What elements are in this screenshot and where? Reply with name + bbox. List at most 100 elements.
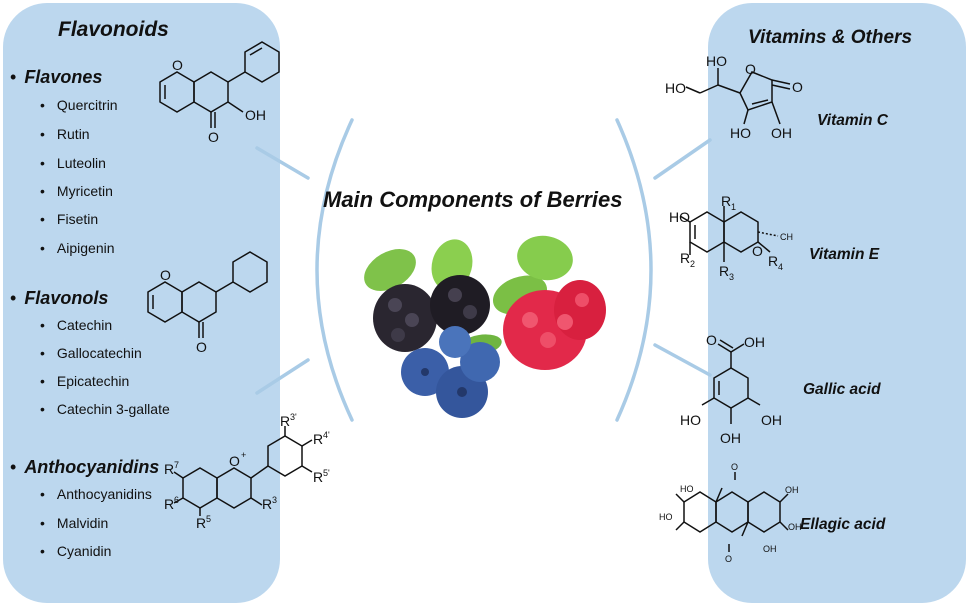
svg-text:R: R bbox=[313, 469, 323, 485]
svg-text:OH: OH bbox=[785, 485, 799, 495]
svg-text:7: 7 bbox=[174, 460, 179, 470]
blueberry bbox=[439, 326, 471, 358]
left-bracket bbox=[315, 118, 354, 422]
svg-text:O: O bbox=[752, 243, 763, 259]
list-item: •Cyanidin bbox=[40, 543, 112, 559]
gallic-acid-structure bbox=[701, 339, 761, 424]
svg-text:HO: HO bbox=[680, 484, 694, 494]
list-item: •Gallocatechin bbox=[40, 345, 142, 361]
svg-text:O: O bbox=[196, 339, 207, 355]
svg-text:HO: HO bbox=[706, 53, 727, 69]
svg-text:4': 4' bbox=[323, 430, 330, 440]
group-anthocyanidins-label: Anthocyanidins bbox=[24, 457, 160, 477]
svg-text:O: O bbox=[208, 129, 219, 145]
leaf bbox=[517, 235, 573, 281]
svg-text:3: 3 bbox=[729, 272, 734, 282]
connector-vitamin-c bbox=[653, 138, 712, 180]
svg-text:HO: HO bbox=[659, 512, 673, 522]
svg-text:+: + bbox=[241, 450, 246, 460]
svg-text:O: O bbox=[792, 79, 803, 95]
vitamin-c-structure bbox=[685, 68, 791, 125]
flavonoids-title: Flavonoids bbox=[58, 18, 169, 41]
svg-text:R: R bbox=[262, 496, 272, 512]
svg-text:HO: HO bbox=[730, 125, 751, 141]
svg-text:4: 4 bbox=[778, 262, 783, 272]
svg-text:6: 6 bbox=[174, 495, 179, 505]
center-title: Main Components of Berries bbox=[323, 187, 623, 212]
svg-text:O: O bbox=[160, 267, 171, 283]
svg-text:R: R bbox=[768, 253, 778, 269]
svg-text:HO: HO bbox=[665, 80, 686, 96]
flavonol-structure bbox=[147, 251, 268, 338]
svg-text:O: O bbox=[731, 462, 738, 472]
list-item: •Aipigenin bbox=[40, 240, 115, 256]
connector-flavones bbox=[255, 146, 310, 180]
svg-text:R: R bbox=[164, 461, 174, 477]
anthocyanidin-structure bbox=[173, 426, 313, 516]
svg-text:2: 2 bbox=[690, 259, 695, 269]
leaf bbox=[364, 249, 416, 291]
gallic-acid-label: Gallic acid bbox=[803, 381, 881, 398]
right-bracket bbox=[615, 118, 653, 422]
group-flavones-label: Flavones bbox=[24, 67, 103, 87]
svg-text:R: R bbox=[196, 515, 206, 531]
svg-text:O: O bbox=[706, 332, 717, 348]
connector-anthocyanidins bbox=[255, 358, 310, 395]
svg-text:HO: HO bbox=[680, 412, 701, 428]
raspberry bbox=[554, 280, 606, 340]
svg-text:OH: OH bbox=[744, 334, 765, 350]
svg-text:R: R bbox=[721, 193, 731, 209]
svg-text:3: 3 bbox=[272, 495, 277, 505]
svg-text:R: R bbox=[680, 250, 690, 266]
list-item: •Anthocyanidins bbox=[40, 486, 152, 502]
list-item: •Quercitrin bbox=[40, 97, 118, 113]
svg-text:OH: OH bbox=[788, 522, 802, 532]
chem-labels: O O OH O O O + R 3' R 4' R 5' R 3 R 5 R … bbox=[160, 53, 803, 564]
blueberry bbox=[460, 342, 500, 382]
svg-text:OH: OH bbox=[771, 125, 792, 141]
group-flavones: •Flavones bbox=[10, 67, 103, 87]
list-item: •Rutin bbox=[40, 126, 90, 142]
svg-text:OH: OH bbox=[245, 107, 266, 123]
list-item: •Malvidin bbox=[40, 515, 109, 531]
svg-text:3': 3' bbox=[290, 412, 297, 422]
group-anthocyanidins: •Anthocyanidins bbox=[10, 457, 160, 477]
list-item: •Catechin 3-gallate bbox=[40, 401, 170, 417]
list-item: •Catechin bbox=[40, 317, 113, 333]
vitamins-panel bbox=[708, 3, 966, 603]
flavonoids-panel bbox=[3, 3, 280, 603]
blackberry bbox=[373, 284, 437, 352]
svg-text:O: O bbox=[229, 453, 240, 469]
svg-text:CH: CH bbox=[780, 232, 793, 242]
svg-text:1: 1 bbox=[731, 202, 736, 212]
group-flavonols-label: Flavonols bbox=[24, 288, 109, 308]
svg-text:O: O bbox=[725, 554, 732, 564]
berries-illustration bbox=[364, 235, 606, 418]
ellagic-acid-structure bbox=[675, 472, 789, 552]
list-item: •Myricetin bbox=[40, 183, 113, 199]
group-flavonols: •Flavonols bbox=[10, 288, 109, 308]
vitamins-title: Vitamins & Others bbox=[748, 27, 913, 48]
svg-text:5': 5' bbox=[323, 468, 330, 478]
svg-text:R: R bbox=[164, 496, 174, 512]
svg-text:OH: OH bbox=[761, 412, 782, 428]
svg-text:OH: OH bbox=[720, 430, 741, 446]
svg-text:OH: OH bbox=[763, 544, 777, 554]
connector-gallic bbox=[653, 343, 712, 377]
svg-text:5: 5 bbox=[206, 514, 211, 524]
vitamin-c-label: Vitamin C bbox=[817, 112, 888, 129]
vitamin-e-label: Vitamin E bbox=[809, 246, 880, 263]
flavone-structure bbox=[159, 41, 280, 128]
blackberry bbox=[430, 275, 490, 335]
svg-text:R: R bbox=[280, 413, 290, 429]
vitamin-e-structure bbox=[679, 206, 779, 262]
svg-text:R: R bbox=[719, 263, 729, 279]
svg-text:O: O bbox=[172, 57, 183, 73]
list-item: •Luteolin bbox=[40, 155, 106, 171]
svg-text:R: R bbox=[313, 431, 323, 447]
list-item: •Fisetin bbox=[40, 211, 99, 227]
ellagic-acid-label: Ellagic acid bbox=[800, 516, 886, 533]
list-item: •Epicatechin bbox=[40, 373, 130, 389]
